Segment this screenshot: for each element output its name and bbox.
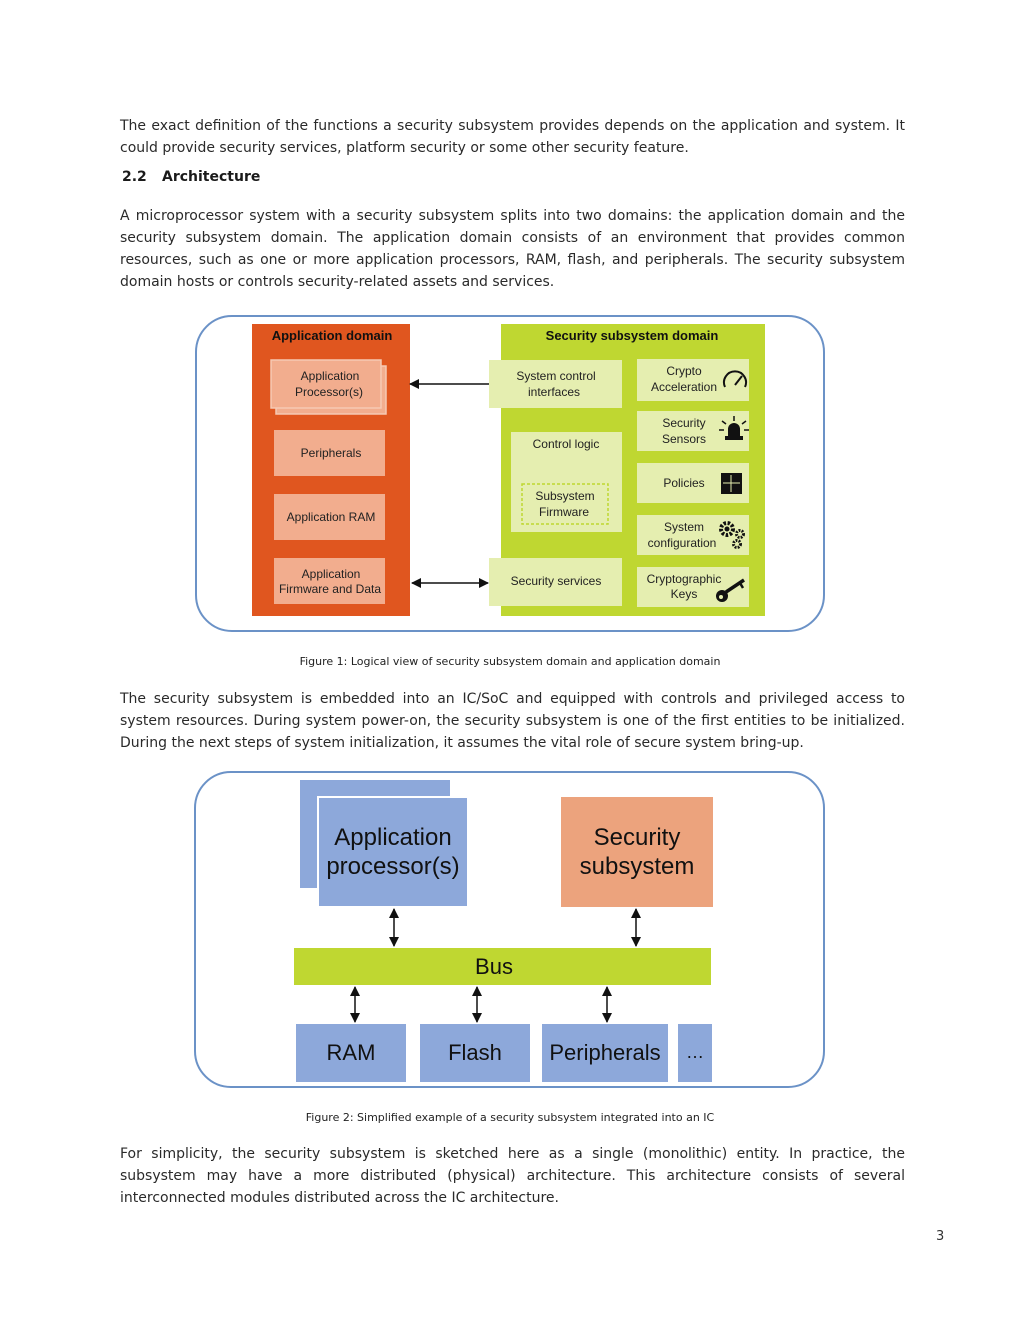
security-services-box (489, 558, 622, 606)
application-processor-line1: Application (301, 369, 360, 383)
flash-label: Flash (448, 1040, 502, 1065)
control-logic-label: Control logic (533, 437, 600, 451)
security-sensors-line1: Security (662, 416, 705, 430)
peripherals-label: Peripherals (301, 446, 362, 460)
security-domain-title: Security subsystem domain (546, 328, 719, 343)
security-services-label: Security services (511, 574, 602, 588)
subsystem-firmware-line1: Subsystem (535, 489, 594, 503)
architecture-paragraph: A microprocessor system with a security … (120, 208, 905, 290)
crypto-acceleration-box (637, 359, 749, 401)
embedded-paragraph: The security subsystem is embedded into … (120, 691, 905, 751)
more-label: … (686, 1042, 704, 1062)
system-configuration-line2: configuration (648, 536, 717, 550)
section-title: Architecture (162, 169, 261, 185)
application-domain-title: Application domain (272, 328, 393, 343)
simplicity-paragraph: For simplicity, the security subsystem i… (120, 1146, 905, 1206)
page-number: 3 (936, 1229, 945, 1244)
application-processor-box (270, 359, 382, 409)
section-number: 2.2 (122, 169, 147, 185)
app-processor-back-box (300, 780, 450, 888)
figure-1-caption: Figure 1: Logical view of security subsy… (299, 655, 721, 668)
subsystem-firmware-box (521, 483, 609, 525)
policies-label: Policies (663, 476, 704, 490)
system-control-line2: interfaces (528, 385, 580, 399)
system-configuration-line1: System (664, 520, 704, 534)
cryptographic-keys-line2: Keys (671, 587, 698, 601)
cryptographic-keys-box (637, 567, 749, 607)
control-logic-box (511, 432, 622, 532)
ram-box (296, 1024, 406, 1082)
crypto-acceleration-line2: Acceleration (651, 380, 717, 394)
application-ram-box (274, 494, 385, 540)
policy-board-icon (721, 473, 742, 494)
app-processor-box (317, 796, 469, 908)
bus-label: Bus (475, 954, 513, 979)
gauge-icon (723, 370, 747, 388)
system-control-box (489, 360, 622, 408)
gears-icon (719, 521, 745, 549)
system-control-line1: System control (516, 369, 595, 383)
more-box (678, 1024, 712, 1082)
peripherals-label-2: Peripherals (549, 1040, 660, 1065)
security-subsystem-line1: Security (594, 824, 681, 851)
figure-2-caption: Figure 2: Simplified example of a securi… (305, 1111, 715, 1124)
ram-label: RAM (327, 1040, 376, 1065)
app-processor-line1: Application (334, 824, 451, 851)
security-subsystem-line2: subsystem (580, 853, 695, 880)
security-subsystem-box (561, 797, 713, 907)
key-icon (716, 578, 745, 602)
application-firmware-box (274, 558, 385, 604)
crypto-acceleration-line1: Crypto (666, 364, 702, 378)
figure-1-diagram: Application domain Application Processor… (195, 315, 825, 632)
app-processor-line2: processor(s) (326, 853, 459, 880)
application-ram-label: Application RAM (287, 510, 376, 524)
subsystem-firmware-line2: Firmware (539, 505, 589, 519)
flash-box (420, 1024, 530, 1082)
application-processor-line2: Processor(s) (295, 385, 363, 399)
intro-paragraph: The exact definition of the functions a … (120, 118, 905, 156)
alarm-siren-icon (719, 416, 749, 440)
application-firmware-line2: Firmware and Data (279, 582, 381, 596)
cryptographic-keys-line1: Cryptographic (647, 572, 722, 586)
figure-2-frame (194, 771, 825, 1088)
application-firmware-line1: Application (302, 567, 361, 581)
bus-bar (294, 948, 711, 985)
peripherals-box-2 (542, 1024, 668, 1082)
security-sensors-line2: Sensors (662, 432, 706, 446)
section-heading: 2.2 Architecture (122, 169, 260, 185)
peripherals-box (274, 430, 385, 476)
